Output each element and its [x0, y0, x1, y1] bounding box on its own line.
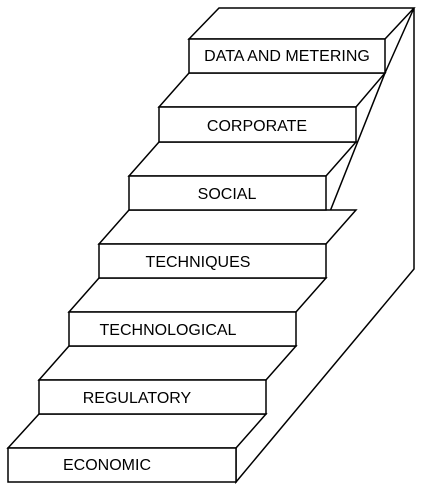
tread-regulatory: [37, 345, 298, 381]
tread-corporate: [157, 72, 387, 108]
tread-techniques: [97, 209, 358, 245]
staircase-top-cap: [187, 7, 416, 40]
tread-technological: [67, 277, 328, 313]
step-label-data-and-metering: DATA AND METERING: [204, 48, 370, 65]
step-label-regulatory: REGULATORY: [83, 390, 192, 407]
tread-social: [127, 141, 358, 177]
step-techniques: TECHNIQUES: [98, 243, 327, 279]
step-label-economic: ECONOMIC: [63, 457, 151, 474]
step-economic: ECONOMIC: [7, 447, 237, 483]
step-label-social: SOCIAL: [198, 186, 257, 203]
step-label-technological: TECHNOLOGICAL: [100, 322, 237, 339]
step-corporate: CORPORATE: [158, 106, 357, 143]
step-label-techniques: TECHNIQUES: [146, 254, 251, 271]
step-social: SOCIAL: [128, 175, 327, 211]
step-technological: TECHNOLOGICAL: [68, 311, 297, 347]
step-regulatory: REGULATORY: [38, 379, 267, 415]
tread-economic: [6, 413, 268, 449]
step-label-corporate: CORPORATE: [207, 118, 307, 135]
step-data-and-metering: DATA AND METERING: [188, 38, 386, 74]
